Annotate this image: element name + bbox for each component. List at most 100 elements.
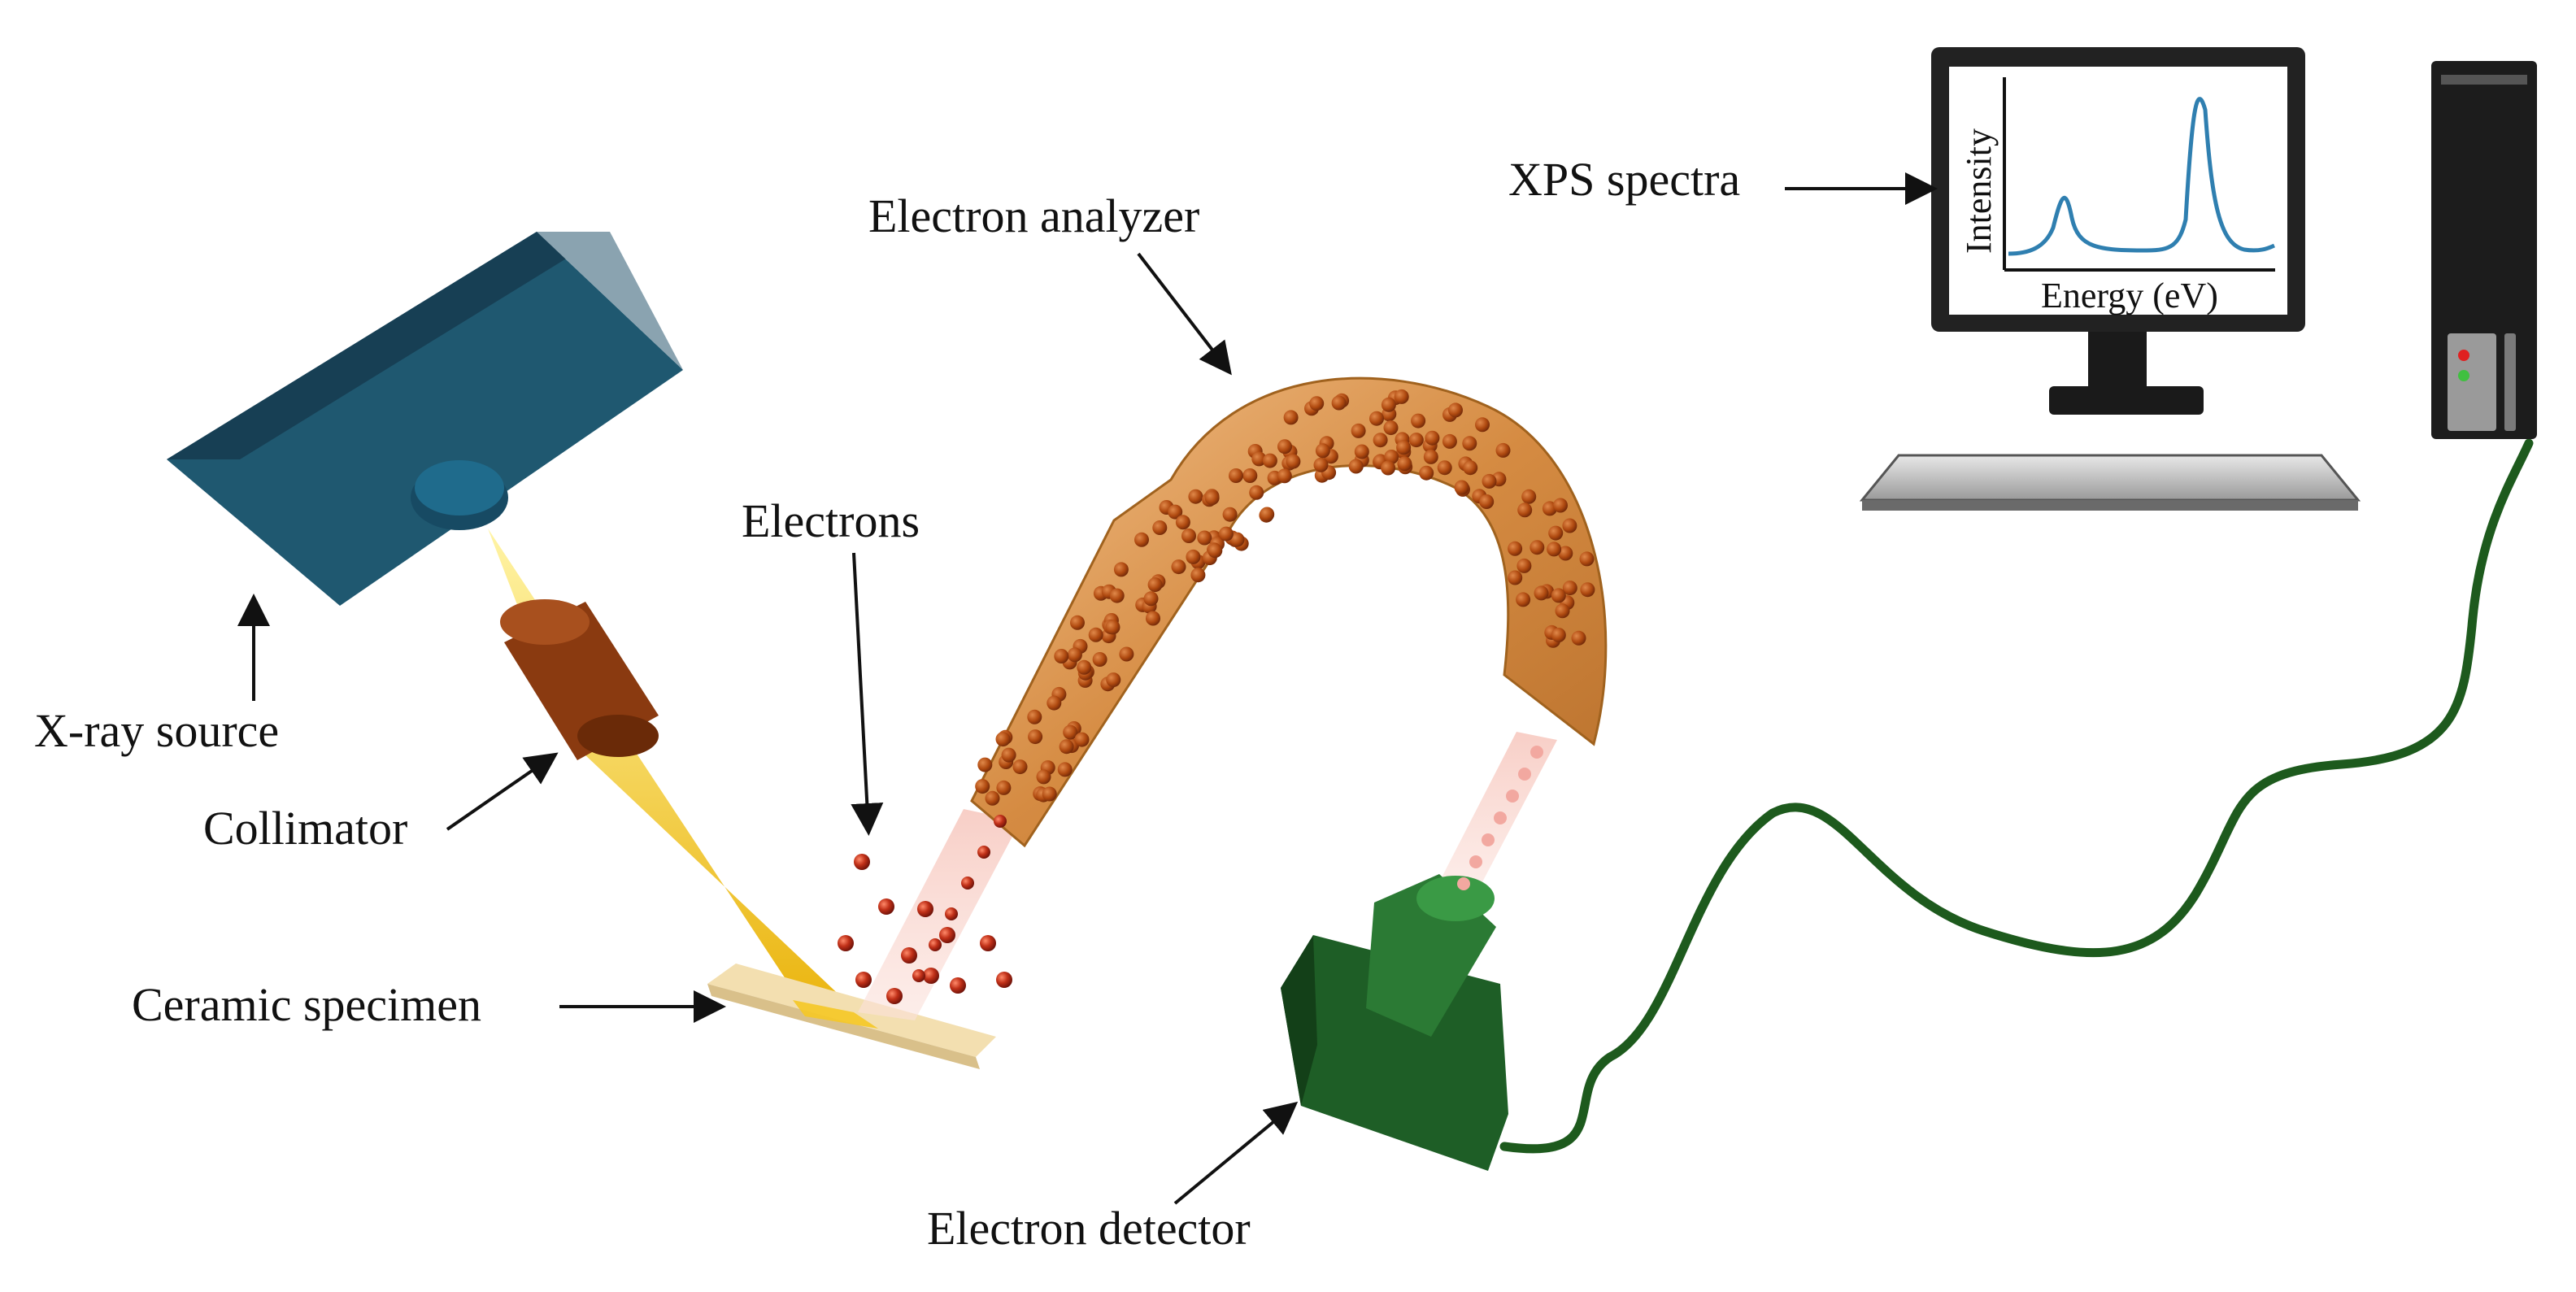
analyzer-electron-dot bbox=[1168, 504, 1183, 520]
analyzer-electron-dot bbox=[1495, 442, 1511, 458]
arrow-electron-detector bbox=[1173, 1101, 1299, 1205]
analyzer-electron-dot bbox=[1521, 489, 1537, 504]
free-electron-dot bbox=[855, 972, 872, 988]
analyzer-electron-dot bbox=[1383, 420, 1399, 436]
analyzer-electron-dot bbox=[1067, 647, 1082, 663]
label-xps-spectra: XPS spectra bbox=[1508, 153, 1740, 206]
analyzer-electron-dot bbox=[995, 732, 1011, 747]
analyzer-electron-dot bbox=[1286, 454, 1301, 469]
analyzer-electron-dot bbox=[1059, 739, 1074, 755]
analyzer-electrons bbox=[975, 389, 1595, 806]
analyzer-electron-dot bbox=[1425, 430, 1440, 446]
analyzer-electron-dot bbox=[1448, 402, 1463, 418]
beam-electrons bbox=[912, 746, 1543, 982]
analyzer-electron-dot bbox=[1562, 518, 1577, 533]
analyzer-electron-dot bbox=[985, 790, 1000, 806]
free-electron-dot bbox=[996, 972, 1012, 988]
free-electron-dot bbox=[950, 977, 966, 994]
analyzer-electron-dot bbox=[1283, 410, 1299, 425]
analyzer-electron-dot bbox=[1001, 747, 1016, 763]
analyzer-electron-dot bbox=[1354, 444, 1369, 459]
analyzer-electron-dot bbox=[1553, 498, 1568, 513]
analyzer-electron-dot bbox=[1042, 786, 1057, 802]
monitor-xlabel: Energy (eV) bbox=[2041, 276, 2218, 315]
detector-beam-dot bbox=[1469, 855, 1482, 868]
analyzer-electron-dot bbox=[1331, 395, 1347, 411]
analyzer-electron-dot bbox=[1147, 577, 1163, 593]
analyzer-electron-dot bbox=[1249, 485, 1264, 500]
detector-beam-dot bbox=[1530, 746, 1543, 759]
free-electron-dot bbox=[980, 935, 996, 951]
analyzer-electron-dot bbox=[1517, 502, 1533, 518]
analyzer-electron-dot bbox=[1562, 581, 1577, 596]
beam-electron-dot bbox=[929, 938, 942, 951]
analyzer-electron-dot bbox=[1408, 433, 1424, 448]
electron-emission-beam bbox=[858, 809, 1020, 1020]
label-collimator: Collimator bbox=[203, 802, 407, 855]
analyzer-electron-dot bbox=[1088, 627, 1103, 642]
analyzer-electron-dot bbox=[1229, 532, 1245, 547]
analyzer-electron-dot bbox=[1516, 558, 1532, 573]
analyzer-electron-dot bbox=[1277, 468, 1292, 484]
collimator-cylinder bbox=[500, 599, 659, 760]
analyzer-electron-dot bbox=[1106, 672, 1121, 688]
analyzer-electron-dot bbox=[1171, 559, 1186, 575]
analyzer-electron-dot bbox=[1579, 551, 1595, 567]
analyzer-electron-dot bbox=[1057, 762, 1073, 777]
analyzer-electron-dot bbox=[1580, 582, 1595, 598]
xps-spectrum-line bbox=[2008, 97, 2275, 256]
arrow-electron-analyzer bbox=[1137, 252, 1232, 376]
analyzer-electron-dot bbox=[1516, 592, 1531, 607]
analyzer-electron-dot bbox=[1054, 649, 1069, 663]
label-xray-source: X-ray source bbox=[34, 704, 279, 757]
analyzer-electron-dot bbox=[1369, 411, 1384, 426]
analyzer-electron-dot bbox=[1348, 459, 1364, 474]
detector-beam-dot bbox=[1506, 790, 1519, 803]
analyzer-electron-dot bbox=[1143, 591, 1159, 607]
analyzer-electron-dot bbox=[1381, 460, 1396, 476]
beam-electron-dot bbox=[945, 907, 958, 920]
label-electron-detector: Electron detector bbox=[927, 1202, 1251, 1255]
analyzer-electron-dot bbox=[1551, 628, 1566, 642]
analyzer-electron-dot bbox=[1134, 532, 1149, 547]
analyzer-electron-dot bbox=[1218, 526, 1234, 542]
analyzer-electron-dot bbox=[1175, 515, 1190, 530]
analyzer-electron-dot bbox=[1070, 615, 1085, 630]
analyzer-electron-dot bbox=[1242, 468, 1258, 483]
data-cable bbox=[1499, 438, 2534, 1154]
analyzer-electron-dot bbox=[1381, 397, 1396, 412]
analyzer-electron-dot bbox=[1508, 570, 1523, 585]
analyzer-electron-dot bbox=[1571, 630, 1586, 646]
detector-beam-dot bbox=[1457, 877, 1470, 890]
free-electrons bbox=[838, 854, 1012, 1004]
analyzer-electron-dot bbox=[1475, 417, 1490, 433]
analyzer-electron-dot bbox=[1351, 423, 1366, 438]
computer-tower-icon bbox=[2431, 61, 2537, 439]
analyzer-electron-dot bbox=[1092, 652, 1107, 667]
keyboard-icon bbox=[1859, 454, 2361, 511]
power-led-green bbox=[2458, 370, 2469, 381]
analyzer-electron-dot bbox=[1109, 588, 1125, 603]
detector-beam-dot bbox=[1494, 811, 1507, 824]
analyzer-electron-dot bbox=[977, 757, 993, 772]
analyzer-electron-dot bbox=[1181, 529, 1196, 543]
analyzer-electron-dot bbox=[1077, 659, 1092, 675]
analyzer-electron-dot bbox=[1548, 525, 1564, 541]
analyzer-electron-dot bbox=[1251, 451, 1267, 467]
analyzer-electron-dot bbox=[1508, 541, 1523, 556]
analyzer-electron-dot bbox=[1437, 460, 1452, 476]
analyzer-electron-dot bbox=[1186, 549, 1201, 564]
analyzer-electron-dot bbox=[1530, 540, 1545, 555]
beam-electron-dot bbox=[994, 815, 1007, 828]
analyzer-electron-dot bbox=[1188, 489, 1203, 504]
free-electron-dot bbox=[901, 947, 917, 964]
ceramic-specimen-plate bbox=[707, 964, 996, 1069]
arrow-electrons bbox=[851, 552, 884, 836]
analyzer-electron-dot bbox=[1222, 507, 1238, 522]
beam-electron-dot bbox=[912, 969, 925, 982]
analyzer-electron-dot bbox=[1036, 769, 1051, 785]
analyzer-electron-dot bbox=[1260, 507, 1275, 522]
analyzer-electron-dot bbox=[1012, 759, 1028, 775]
analyzer-electron-dot bbox=[1027, 709, 1042, 724]
